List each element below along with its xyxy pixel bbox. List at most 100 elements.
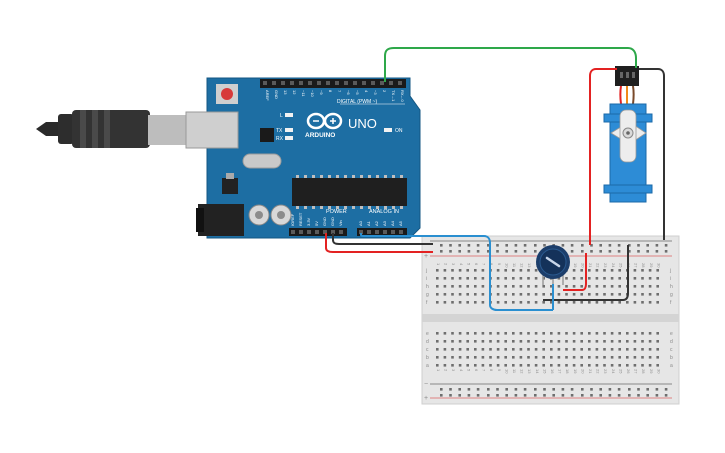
breadboard-hole[interactable] (550, 364, 553, 367)
breadboard-hole[interactable] (466, 301, 469, 304)
breadboard-hole[interactable] (443, 277, 447, 280)
breadboard-hole[interactable] (588, 356, 591, 359)
breadboard-hole[interactable] (648, 277, 652, 280)
breadboard-hole[interactable] (618, 277, 621, 280)
breadboard-hole[interactable] (458, 348, 462, 351)
breadboard-hole[interactable] (580, 301, 583, 304)
rail-hole[interactable] (628, 244, 631, 247)
breadboard-hole[interactable] (618, 301, 621, 304)
breadboard-hole[interactable] (633, 301, 637, 304)
rail-hole[interactable] (561, 394, 565, 397)
breadboard-hole[interactable] (534, 332, 538, 335)
breadboard-hole[interactable] (618, 340, 621, 343)
breadboard-hole[interactable] (443, 301, 447, 304)
rail-hole[interactable] (467, 250, 471, 253)
rail-hole[interactable] (561, 388, 565, 391)
breadboard-hole[interactable] (512, 285, 515, 288)
breadboard-hole[interactable] (504, 277, 507, 280)
breadboard-hole[interactable] (527, 301, 530, 304)
rail-hole[interactable] (440, 388, 443, 391)
breadboard-hole[interactable] (610, 356, 614, 359)
breadboard-hole[interactable] (641, 364, 644, 367)
breadboard-hole[interactable] (610, 285, 614, 288)
breadboard-hole[interactable] (580, 269, 583, 272)
breadboard-hole[interactable] (595, 356, 599, 359)
rail-hole[interactable] (523, 244, 527, 247)
wire-red-pot[interactable] (563, 253, 587, 291)
digital-pin-holes[interactable] (263, 81, 402, 85)
breadboard-hole[interactable] (534, 348, 538, 351)
breadboard-hole[interactable] (512, 356, 515, 359)
breadboard-hole[interactable] (504, 340, 507, 343)
breadboard-hole[interactable] (443, 293, 447, 296)
breadboard-hole[interactable] (656, 364, 659, 367)
rail-hole[interactable] (608, 244, 612, 247)
breadboard-hole[interactable] (474, 285, 477, 288)
breadboard-hole[interactable] (572, 364, 576, 367)
wire-black-gnd[interactable] (332, 233, 433, 245)
breadboard-hole[interactable] (527, 277, 530, 280)
breadboard-hole[interactable] (572, 293, 576, 296)
breadboard-hole[interactable] (572, 332, 576, 335)
rail-hole[interactable] (608, 388, 612, 391)
breadboard-hole[interactable] (626, 364, 629, 367)
breadboard-hole[interactable] (474, 277, 477, 280)
breadboard-hole[interactable] (595, 277, 599, 280)
breadboard-hole[interactable] (588, 269, 591, 272)
breadboard-hole[interactable] (550, 348, 553, 351)
breadboard-hole[interactable] (512, 364, 515, 367)
rail-hole[interactable] (570, 388, 574, 391)
rail-hole[interactable] (467, 394, 471, 397)
breadboard-hole[interactable] (451, 301, 454, 304)
breadboard-hole[interactable] (557, 277, 561, 280)
breadboard-hole[interactable] (603, 340, 606, 343)
wire-black-pot[interactable] (543, 245, 629, 301)
breadboard-hole[interactable] (451, 356, 454, 359)
rail-hole[interactable] (458, 244, 461, 247)
breadboard-hole[interactable] (550, 332, 553, 335)
breadboard-hole[interactable] (436, 285, 439, 288)
digital-pin-hole[interactable] (263, 81, 267, 85)
breadboard-hole[interactable] (458, 364, 462, 367)
rail-hole[interactable] (581, 394, 584, 397)
breadboard-hole[interactable] (603, 285, 606, 288)
breadboard-hole[interactable] (519, 301, 523, 304)
rail-hole[interactable] (637, 388, 640, 391)
servo-motor[interactable] (603, 66, 653, 203)
breadboard-hole[interactable] (618, 364, 621, 367)
breadboard-hole[interactable] (595, 340, 599, 343)
breadboard-hole[interactable] (648, 301, 652, 304)
rail-hole[interactable] (628, 388, 631, 391)
rail-hole[interactable] (570, 250, 574, 253)
breadboard-hole[interactable] (565, 356, 568, 359)
rail-hole[interactable] (514, 250, 518, 253)
breadboard-hole[interactable] (534, 340, 538, 343)
breadboard-hole[interactable] (466, 356, 469, 359)
breadboard-hole[interactable] (527, 285, 530, 288)
breadboard-hole[interactable] (474, 356, 477, 359)
breadboard-hole[interactable] (489, 340, 492, 343)
breadboard-hole[interactable] (451, 285, 454, 288)
breadboard-hole[interactable] (565, 348, 568, 351)
digital-pin-hole[interactable] (344, 81, 348, 85)
digital-pin-hole[interactable] (371, 81, 375, 85)
breadboard-hole[interactable] (641, 348, 644, 351)
breadboard-hole[interactable] (436, 348, 439, 351)
rail-hole[interactable] (534, 244, 537, 247)
rail-hole[interactable] (496, 388, 499, 391)
digital-pin-hole[interactable] (299, 81, 303, 85)
breadboard-hole[interactable] (610, 348, 614, 351)
breadboard-hole[interactable] (610, 301, 614, 304)
power-pin-hole[interactable] (291, 230, 295, 234)
breadboard-hole[interactable] (595, 301, 599, 304)
breadboard-hole[interactable] (481, 364, 485, 367)
breadboard-hole[interactable] (641, 356, 644, 359)
breadboard-hole[interactable] (656, 356, 659, 359)
breadboard-hole[interactable] (458, 340, 462, 343)
breadboard-hole[interactable] (496, 364, 500, 367)
breadboard-hole[interactable] (572, 348, 576, 351)
breadboard-hole[interactable] (565, 340, 568, 343)
rail-hole[interactable] (590, 250, 593, 253)
